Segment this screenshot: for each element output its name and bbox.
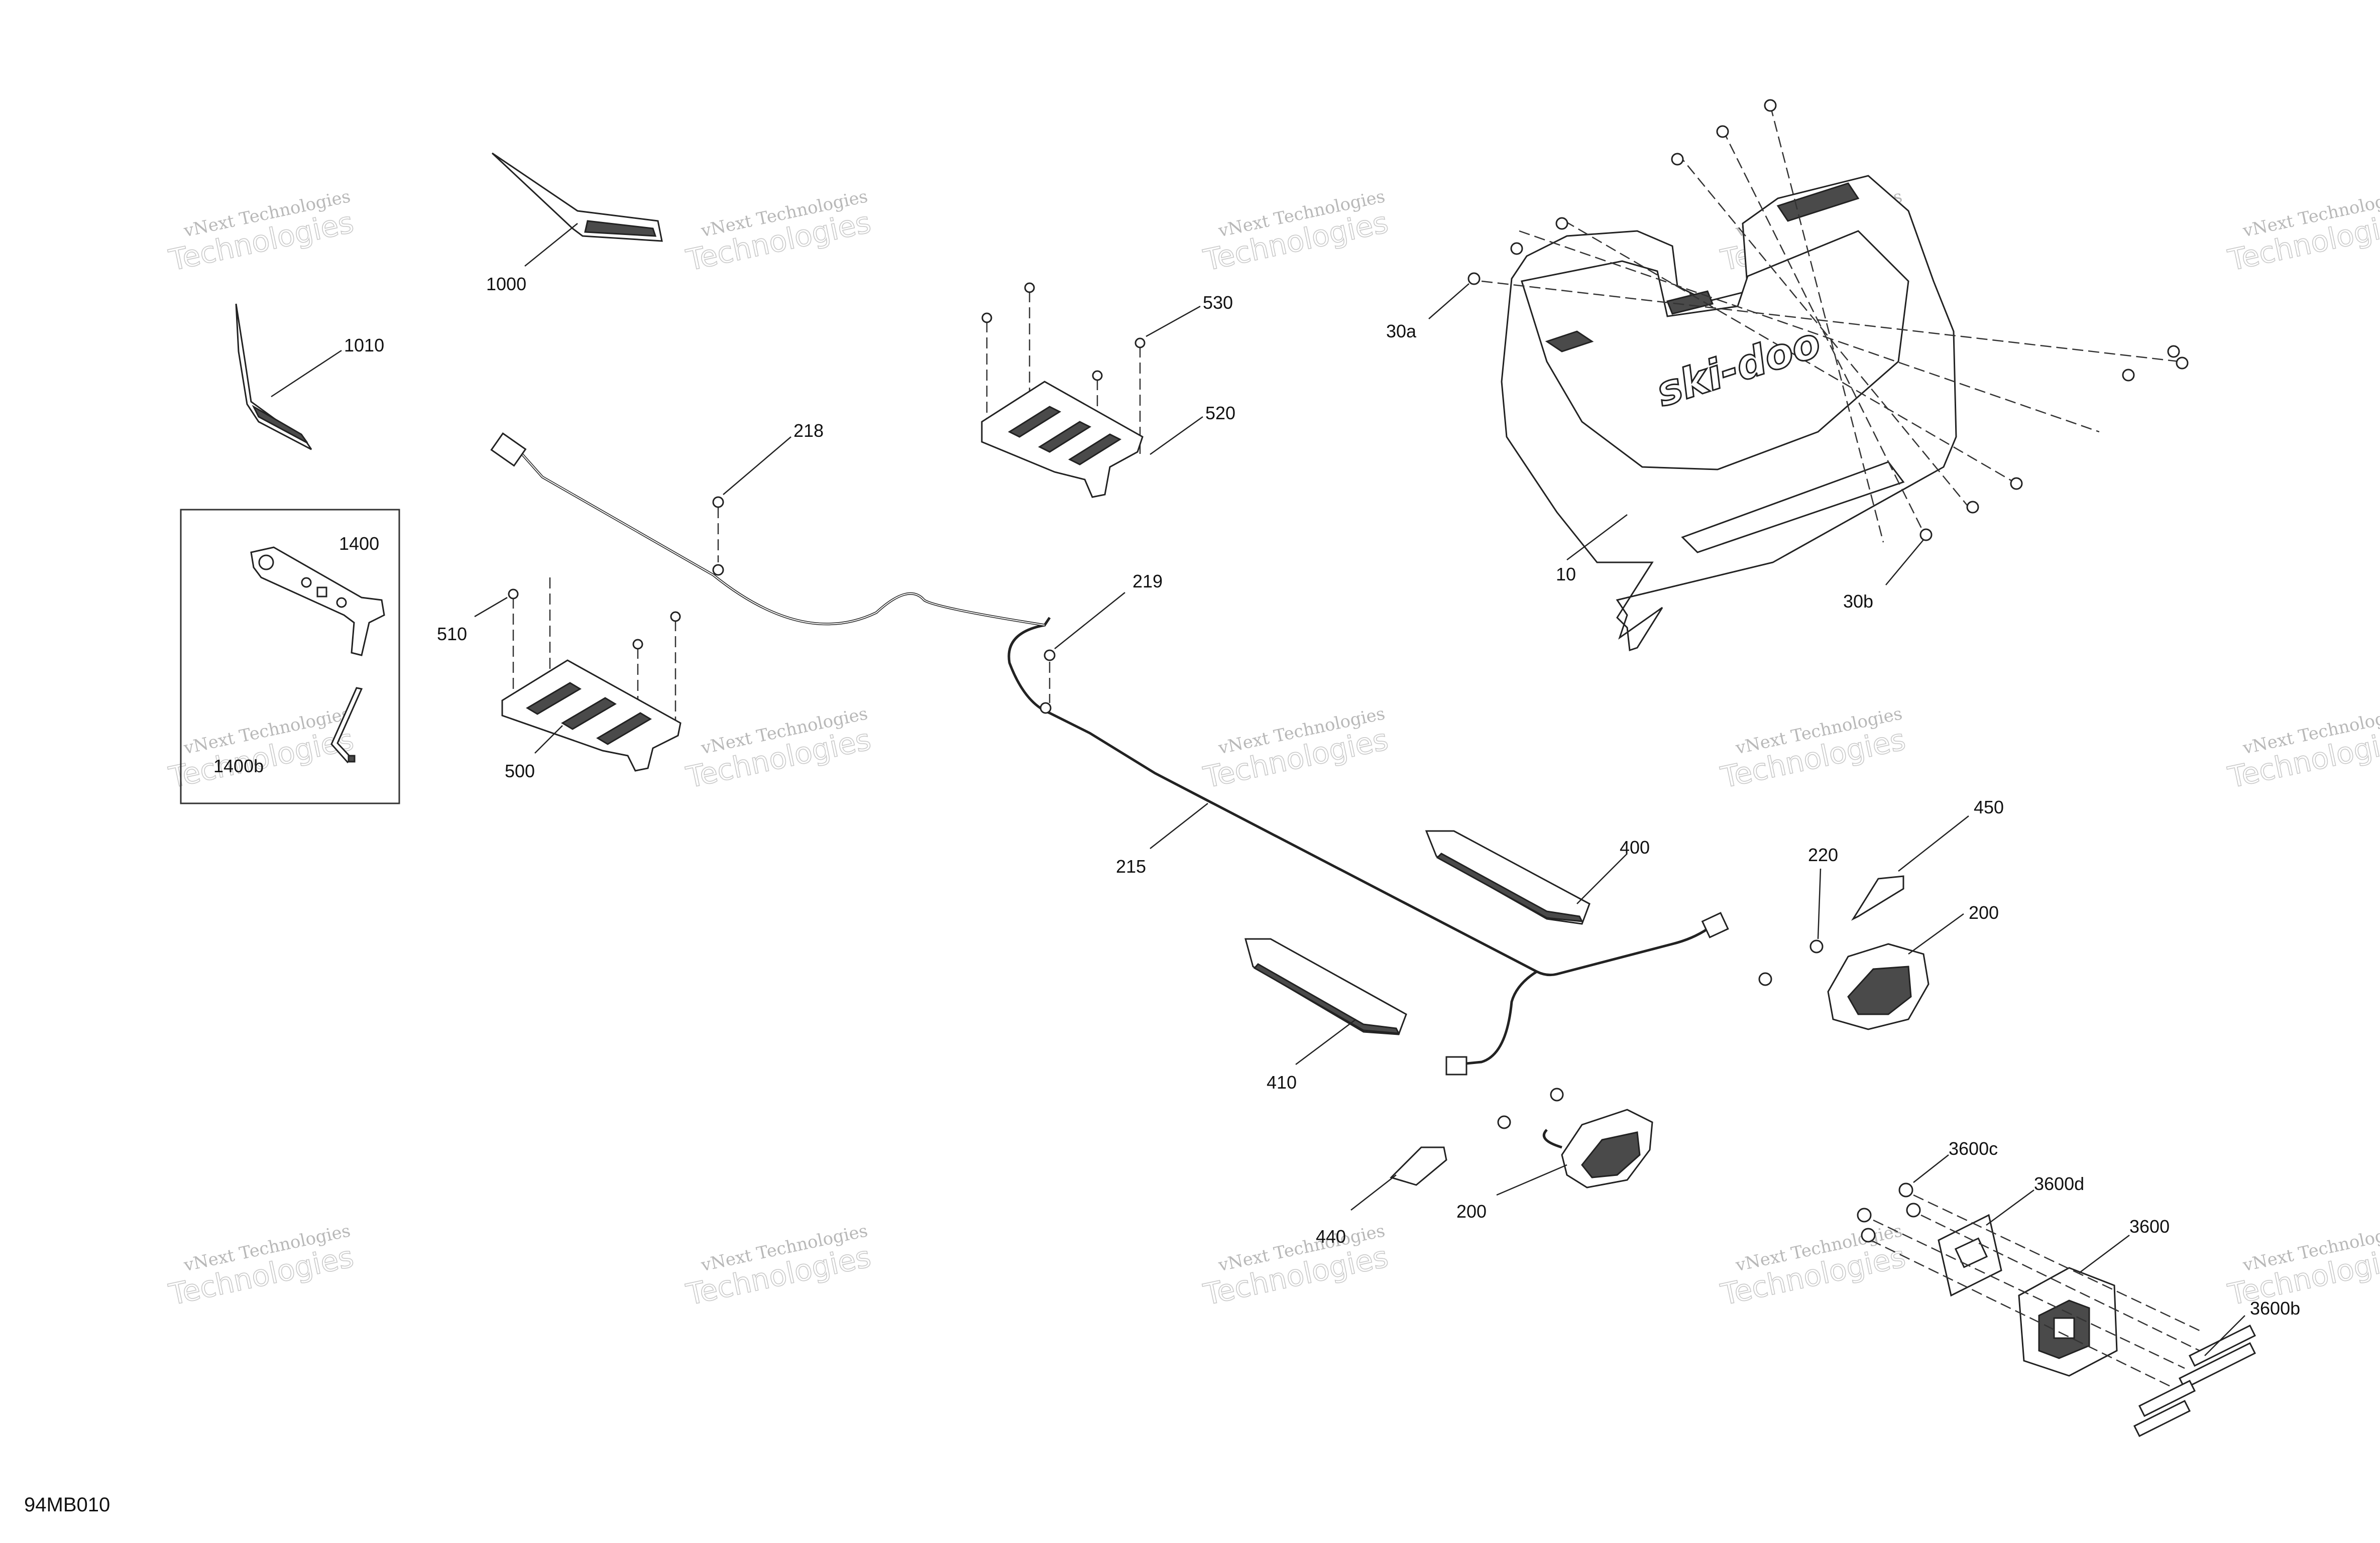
callout-3600b: 3600b: [2250, 1298, 2300, 1319]
watermark: vNext Technologies Technologies: [1717, 1221, 1908, 1312]
watermark: vNext Technologies Technologies: [165, 186, 357, 278]
callout-510: 510: [437, 624, 467, 644]
callout-219: 219: [1132, 571, 1163, 591]
part-440-reflector[interactable]: [1350, 1146, 1447, 1211]
callout-1400b: 1400b: [213, 756, 264, 776]
callout-500: 500: [505, 761, 535, 781]
watermark: vNext Technologies Technologies: [2224, 1221, 2380, 1312]
part-410-decal[interactable]: [1244, 938, 1407, 1065]
part-1400-wrench[interactable]: [250, 546, 385, 656]
watermark: vNext Technologies Technologies: [165, 1221, 357, 1312]
part-500-plate[interactable]: [501, 659, 682, 772]
watermark: vNext Technologies Technologies: [1200, 186, 1391, 278]
callout-520: 520: [1205, 403, 1235, 423]
callout-450: 450: [1974, 797, 2004, 817]
part-3600c-nut[interactable]: [1857, 1154, 1949, 1243]
part-520-plate[interactable]: [981, 381, 1203, 498]
callout-3600d: 3600d: [2034, 1173, 2084, 1194]
part-400-decal[interactable]: [1425, 830, 1628, 925]
part-220-nut[interactable]: [1497, 868, 1824, 1129]
watermark: vNext Technologies Technologies: [683, 1221, 874, 1312]
callout-200-right: 200: [1969, 902, 1999, 923]
callout-220: 220: [1808, 845, 1838, 865]
part-200-light-right[interactable]: [1827, 913, 1964, 1030]
callout-200-left: 200: [1456, 1201, 1487, 1222]
watermark: vNext Technologies Technologies: [1200, 703, 1391, 795]
part-450-reflector[interactable]: [1851, 815, 1969, 921]
part-1000-decal[interactable]: [491, 152, 663, 267]
callout-440: 440: [1316, 1226, 1346, 1247]
callout-410: 410: [1267, 1072, 1297, 1093]
part-1010-decal[interactable]: [235, 303, 342, 450]
callout-1000: 1000: [486, 274, 526, 294]
watermark: vNext Technologies Technologies: [683, 703, 874, 795]
part-3600-receiver[interactable]: [2018, 1235, 2130, 1377]
diagram-code: 94MB010: [24, 1494, 110, 1516]
part-3600b-bolt[interactable]: [1870, 1194, 2256, 1438]
callout-3600: 3600: [2129, 1216, 2170, 1237]
callout-530: 530: [1203, 292, 1233, 313]
callout-10: 10: [1556, 564, 1576, 584]
callout-215: 215: [1116, 856, 1146, 877]
part-219-clip[interactable]: [1044, 592, 1125, 703]
part-215-harness[interactable]: [490, 432, 1729, 1076]
callout-1010: 1010: [344, 335, 384, 355]
part-1400b-hex-key[interactable]: [330, 687, 363, 764]
watermark: vNext Technologies Technologies: [683, 186, 874, 278]
watermark-layer: vNext Technologies Technologies vNext Te…: [165, 186, 2380, 1312]
part-200-light-left[interactable]: [1496, 1109, 1653, 1196]
callout-30a: 30a: [1386, 321, 1417, 341]
callout-3600c: 3600c: [1949, 1138, 1998, 1159]
part-10-rear-cover[interactable]: ski-doo: [1428, 99, 2189, 652]
fastener-group-510[interactable]: [474, 577, 681, 723]
watermark: vNext Technologies Technologies: [2224, 186, 2380, 278]
watermark: vNext Technologies Technologies: [165, 703, 357, 795]
part-218-clip[interactable]: [712, 436, 791, 562]
callout-1400: 1400: [339, 533, 379, 554]
watermark: vNext Technologies Technologies: [1717, 703, 1908, 795]
tool-kit-box: [180, 509, 400, 804]
callout-30b: 30b: [1843, 591, 1873, 612]
watermark: vNext Technologies Technologies: [2224, 703, 2380, 795]
watermark: vNext Technologies Technologies: [1200, 1221, 1391, 1312]
callout-218: 218: [794, 420, 824, 441]
callout-400: 400: [1620, 837, 1650, 858]
